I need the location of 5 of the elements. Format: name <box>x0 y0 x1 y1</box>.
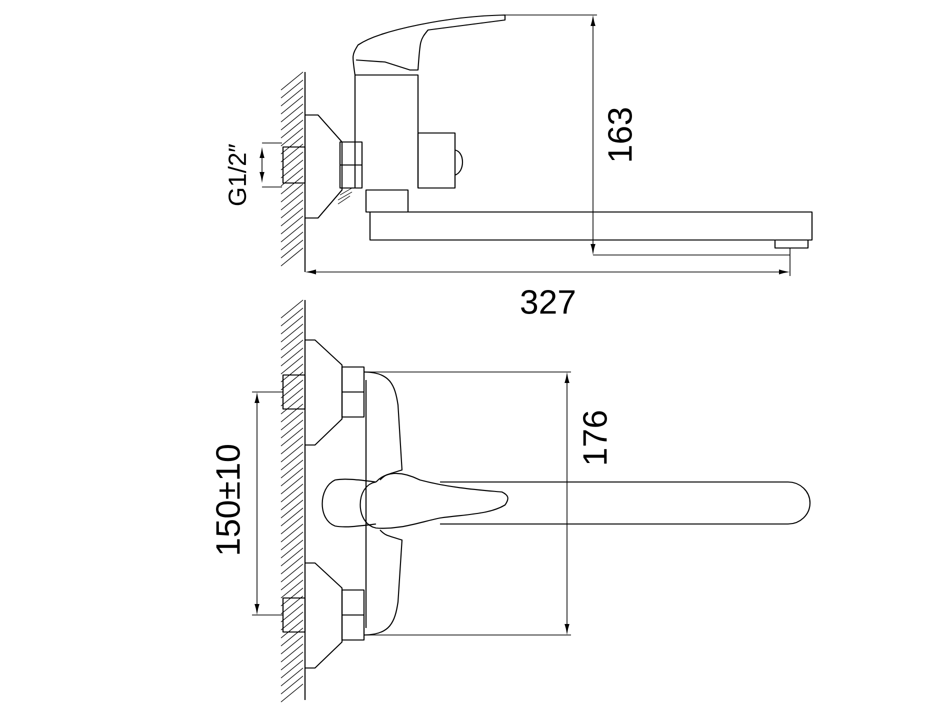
dimension-label: G1/2″ <box>228 144 246 206</box>
dimension-label: 150±10 <box>216 444 240 554</box>
dimension-label: 163 <box>608 108 632 161</box>
dimension-label: 327 <box>521 290 575 314</box>
dimension-label: 176 <box>583 411 607 464</box>
